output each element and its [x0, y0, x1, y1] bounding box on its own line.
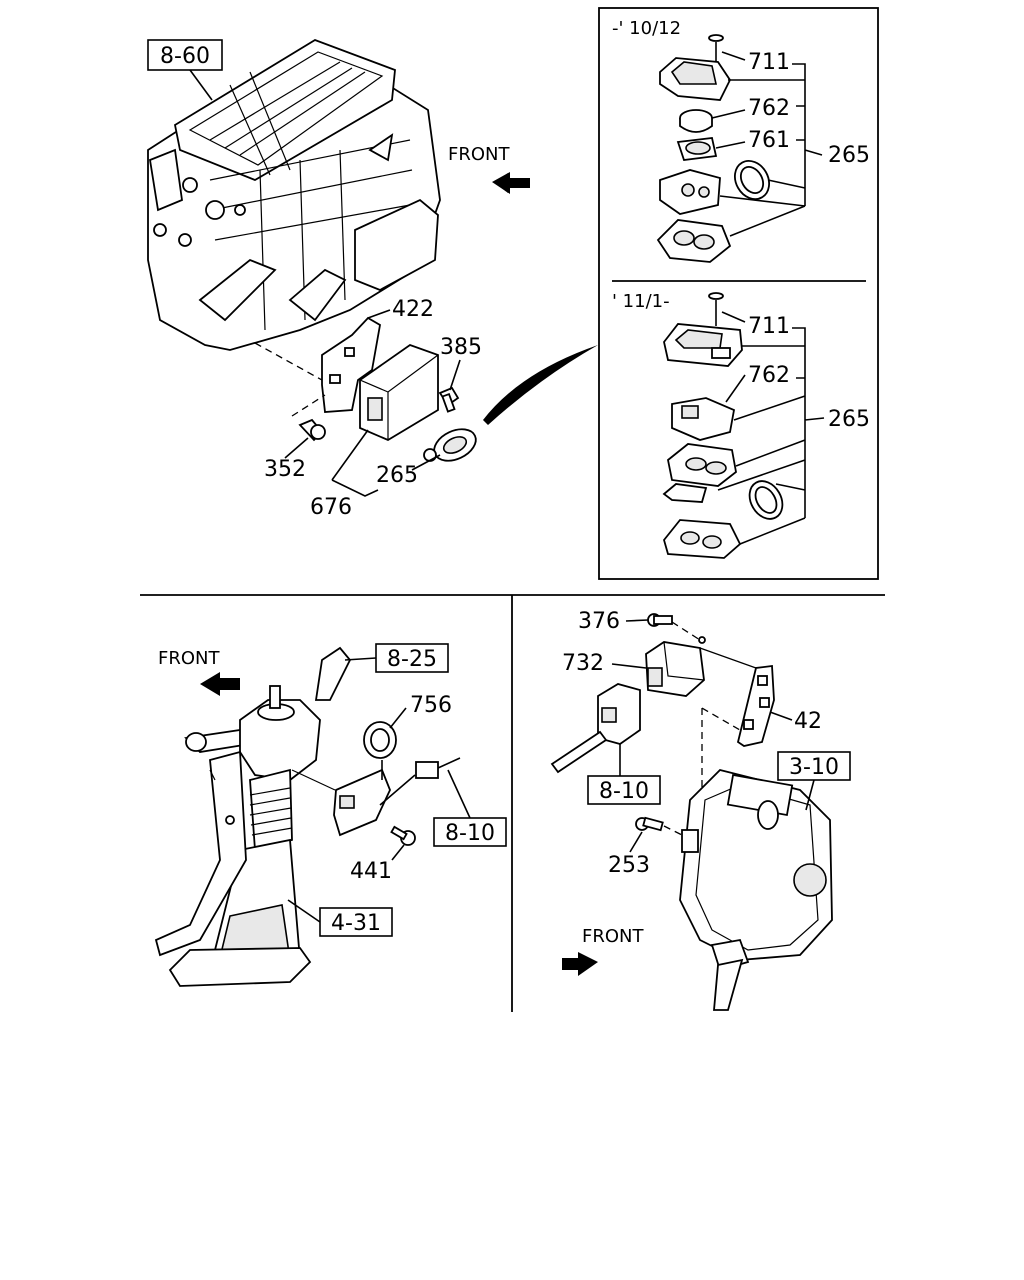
front-arrow-icon-bottom-right [562, 952, 598, 976]
steering-column-drawing [154, 646, 352, 987]
callout-761-upper: 761 [748, 128, 790, 153]
front-label-top: FRONT [448, 144, 510, 165]
inset-frame [598, 7, 879, 580]
front-arrow-icon-bottom-left [200, 672, 240, 696]
ref-box-3-10[interactable]: 3-10 [777, 751, 851, 781]
callout-762-upper: 762 [748, 96, 790, 121]
callout-732: 732 [562, 651, 604, 676]
callout-441: 441 [350, 859, 392, 884]
hvac-unit-drawing [147, 39, 441, 391]
callout-711-upper: 711 [748, 50, 790, 75]
callout-265-top: 265 [376, 463, 418, 488]
inset-upper-range: -' 10/12 [612, 18, 681, 39]
callout-253: 253 [608, 853, 650, 878]
screw-352 [298, 418, 326, 442]
inset-upper-parts [656, 34, 770, 263]
ref-box-8-60[interactable]: 8-60 [147, 39, 223, 71]
reservoir-unit [679, 769, 833, 1011]
ref-box-4-31-label: 4-31 [331, 911, 381, 936]
immobilizer-coil-756 [333, 721, 461, 837]
ref-box-8-60-label: 8-60 [160, 44, 210, 69]
callout-762-lower: 762 [748, 363, 790, 388]
ref-box-8-10-right-label: 8-10 [599, 779, 649, 804]
inset-lower-parts [662, 292, 784, 559]
connector-8-10 [550, 683, 641, 774]
ref-box-4-31[interactable]: 4-31 [319, 907, 393, 937]
connector-plug [415, 761, 439, 779]
ref-box-8-10-left-label: 8-10 [445, 821, 495, 846]
ref-box-8-25[interactable]: 8-25 [375, 643, 449, 673]
callout-385: 385 [440, 335, 482, 360]
screw-253 [635, 816, 664, 832]
callout-422: 422 [392, 297, 434, 322]
switch-732 [645, 641, 705, 697]
callout-756: 756 [410, 693, 452, 718]
key-fob-265 [423, 428, 477, 462]
screw-385 [438, 386, 460, 413]
control-module-box [359, 343, 439, 442]
front-label-bottom-left: FRONT [158, 648, 220, 669]
bracket-42 [699, 647, 775, 747]
detail-pointer-swoosh [483, 345, 598, 425]
ref-box-8-10-right[interactable]: 8-10 [587, 775, 661, 805]
bracket-422 [321, 316, 381, 413]
callout-352: 352 [264, 457, 306, 482]
callout-265-upper: 265 [828, 143, 870, 168]
ref-box-8-25-label: 8-25 [387, 647, 437, 672]
ref-box-3-10-label: 3-10 [789, 755, 839, 780]
inset-lower-range: ' 11/1- [612, 291, 670, 312]
callout-42: 42 [794, 709, 822, 734]
callout-376: 376 [578, 609, 620, 634]
front-label-bottom-right: FRONT [582, 926, 644, 947]
ref-box-8-10-left[interactable]: 8-10 [433, 817, 507, 847]
callout-676: 676 [310, 495, 352, 520]
callout-265-lower: 265 [828, 407, 870, 432]
screw-441 [390, 825, 416, 846]
front-arrow-icon-top [492, 172, 530, 194]
screw-376 [647, 613, 673, 627]
callout-711-lower: 711 [748, 314, 790, 339]
